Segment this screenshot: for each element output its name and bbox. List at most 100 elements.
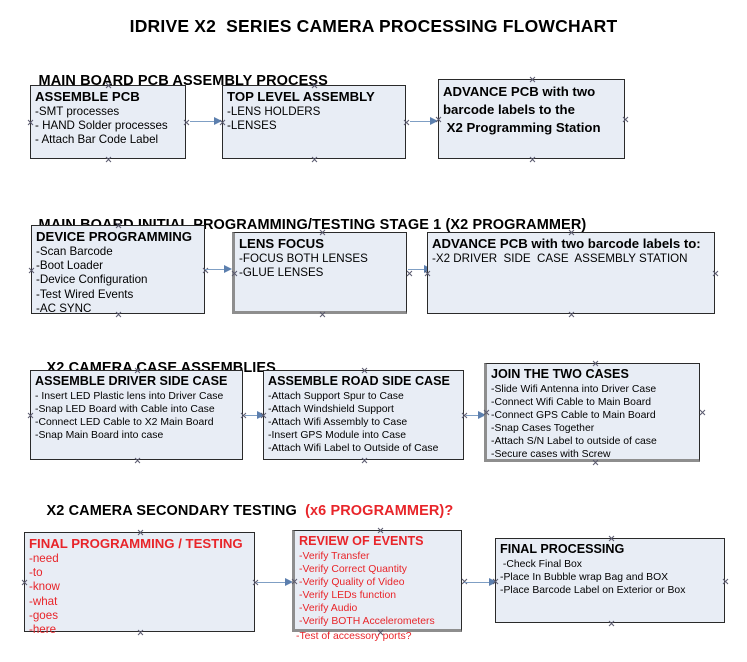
node-item: -Attach S/N Label to outside of case — [491, 436, 657, 447]
connection-handle-right[interactable] — [406, 270, 413, 277]
node-item: -Attach Wifi Label to Outside of Case — [268, 443, 439, 454]
node-assemble-driver-side-case[interactable]: ASSEMBLE DRIVER SIDE CASE - Insert LED P… — [30, 370, 243, 460]
connection-handle-bottom[interactable] — [105, 156, 112, 163]
arrow-shaft — [466, 415, 479, 417]
node-item: -Verify Transfer — [299, 551, 370, 562]
node-title: DEVICE PROGRAMMING — [36, 229, 193, 244]
node-title: FINAL PROCESSING — [500, 542, 625, 556]
node-advance-pcb-driver-side-station[interactable]: ADVANCE PCB with two barcode labels to: … — [427, 232, 715, 314]
node-title: ASSEMBLE ROAD SIDE CASE — [268, 374, 450, 388]
node-item: -Attach Support Spur to Case — [268, 391, 404, 402]
node-title: JOIN THE TWO CASES — [491, 367, 629, 381]
connection-handle-right[interactable] — [712, 270, 719, 277]
node-item: -GLUE LENSES — [239, 266, 324, 280]
node-item: -LENSES — [227, 119, 277, 133]
connection-handle-bottom[interactable] — [361, 457, 368, 464]
connection-handle-bottom[interactable] — [134, 457, 141, 464]
node-title: ASSEMBLE DRIVER SIDE CASE — [35, 374, 228, 388]
node-item: -Verify Audio — [299, 603, 358, 614]
connection-handle-bottom[interactable] — [319, 311, 326, 318]
arrow-finalprog-to-review — [257, 578, 293, 587]
connection-handle-left[interactable] — [219, 119, 226, 126]
node-assemble-pcb[interactable]: ASSEMBLE PCB -SMT processes - HAND Solde… — [30, 85, 186, 159]
node-item: -goes — [29, 608, 59, 622]
connection-handle-right[interactable] — [699, 409, 706, 416]
arrow-shaft — [257, 582, 286, 584]
node-final-processing[interactable]: FINAL PROCESSING -Check Final Box -Place… — [495, 538, 725, 623]
node-item: -Verify BOTH Accelerometers — [299, 616, 435, 627]
connection-handle-left[interactable] — [492, 578, 499, 585]
node-review-of-events[interactable]: REVIEW OF EVENTS -Verify Transfer -Verif… — [292, 530, 462, 632]
node-lens-focus[interactable]: LENS FOCUS -FOCUS BOTH LENSES -GLUE LENS… — [232, 232, 407, 314]
node-item: -Connect LED Cable to X2 Main Board — [35, 417, 214, 428]
node-item: -what — [29, 594, 58, 608]
node-title-line3: X2 Programming Station — [443, 120, 601, 135]
connection-handle-bottom[interactable] — [568, 311, 575, 318]
node-item: -Snap LED Board with Cable into Case — [35, 404, 215, 415]
node-item: -Snap Main Board into case — [35, 430, 164, 441]
node-title: ADVANCE PCB with two barcode labels to: — [432, 236, 701, 251]
node-item: -Check Final Box — [500, 559, 582, 570]
arrow-shaft — [464, 582, 490, 584]
node-final-programming-testing[interactable]: FINAL PROGRAMMING / TESTING -need -to -k… — [21, 532, 255, 636]
connection-handle-left[interactable] — [424, 270, 431, 277]
node-title: TOP LEVEL ASSEMBLY — [227, 89, 375, 104]
node-item: - HAND Solder processes — [35, 119, 168, 133]
node-item: -need — [29, 552, 59, 565]
node-advance-pcb-programming-station[interactable]: ADVANCE PCB with two barcode labels to t… — [438, 79, 625, 159]
connection-handle-left[interactable] — [435, 116, 442, 123]
node-item: -AC SYNC — [36, 301, 92, 315]
node-item: -SMT processes — [35, 105, 120, 118]
node-item: -Snap Cases Together — [491, 423, 595, 434]
connection-handle-bottom[interactable] — [529, 156, 536, 163]
node-title: FINAL PROGRAMMING / TESTING — [29, 536, 243, 551]
arrow-head — [214, 117, 222, 125]
node-item: -Place Barcode Label on Exterior or Box — [500, 585, 686, 596]
connection-handle-left[interactable] — [291, 578, 298, 585]
arrow-head — [430, 117, 438, 125]
connection-handle-top[interactable] — [592, 360, 599, 367]
node-item: - Insert LED Plastic lens into Driver Ca… — [35, 391, 224, 402]
section-heading-4-accent: (x6 PROGRAMMER)? — [305, 503, 454, 519]
connection-handle-bottom[interactable] — [311, 156, 318, 163]
connection-handle-left[interactable] — [28, 267, 35, 274]
connection-handle-left[interactable] — [21, 579, 28, 586]
node-join-the-two-cases[interactable]: JOIN THE TWO CASES -Slide Wifi Antenna i… — [484, 363, 700, 462]
node-title: REVIEW OF EVENTS — [299, 534, 424, 548]
connection-handle-top[interactable] — [608, 535, 615, 542]
node-assemble-road-side-case[interactable]: ASSEMBLE ROAD SIDE CASE -Attach Support … — [263, 370, 464, 460]
arrow-shaft — [410, 121, 431, 123]
node-title: ADVANCE PCB with two — [443, 84, 596, 99]
node-item: -Insert GPS Module into Case — [268, 430, 407, 441]
node-item: -Test Wired Events — [36, 287, 134, 301]
node-item: -Verify Quality of Video — [299, 577, 405, 588]
connection-handle-left[interactable] — [231, 270, 238, 277]
connection-handle-left[interactable] — [27, 119, 34, 126]
node-item: -Verify Correct Quantity — [299, 564, 407, 575]
node-item: -Attach Wifi Assembly to Case — [268, 417, 408, 428]
node-item-overflow: -Test of accessory ports? — [296, 631, 412, 642]
arrow-device-to-lensfocus — [205, 265, 232, 274]
page-title: IDRIVE X2 SERIES CAMERA PROCESSING FLOWC… — [129, 16, 618, 36]
arrow-toplevel-to-advance — [410, 117, 438, 126]
node-item: -Connect GPS Cable to Main Board — [491, 410, 656, 421]
connection-handle-right[interactable] — [461, 578, 468, 585]
node-title: ASSEMBLE PCB — [35, 89, 140, 104]
arrow-review-to-finalprocessing — [464, 578, 497, 587]
connection-handle-left[interactable] — [483, 409, 490, 416]
connection-handle-top[interactable] — [529, 76, 536, 83]
node-item: -Attach Windshield Support — [268, 404, 394, 415]
node-top-level-assembly[interactable]: TOP LEVEL ASSEMBLY -LENS HOLDERS -LENSES — [222, 85, 406, 159]
node-item: -Place In Bubble wrap Bag and BOX — [500, 572, 669, 583]
connection-handle-left[interactable] — [260, 412, 267, 419]
connection-handle-bottom[interactable] — [608, 620, 615, 627]
node-item: -Secure cases with Screw — [491, 449, 611, 460]
connection-handle-top[interactable] — [361, 367, 368, 374]
node-item: -know — [29, 580, 60, 594]
connection-handle-left[interactable] — [27, 412, 34, 419]
section-heading-4: X2 CAMERA SECONDARY TESTING (x6 PROGRAMM… — [30, 487, 454, 535]
node-item: -Boot Loader — [36, 259, 104, 273]
node-device-programming[interactable]: DEVICE PROGRAMMING -Scan Barcode -Boot L… — [28, 225, 205, 315]
node-item: -to — [29, 566, 43, 580]
